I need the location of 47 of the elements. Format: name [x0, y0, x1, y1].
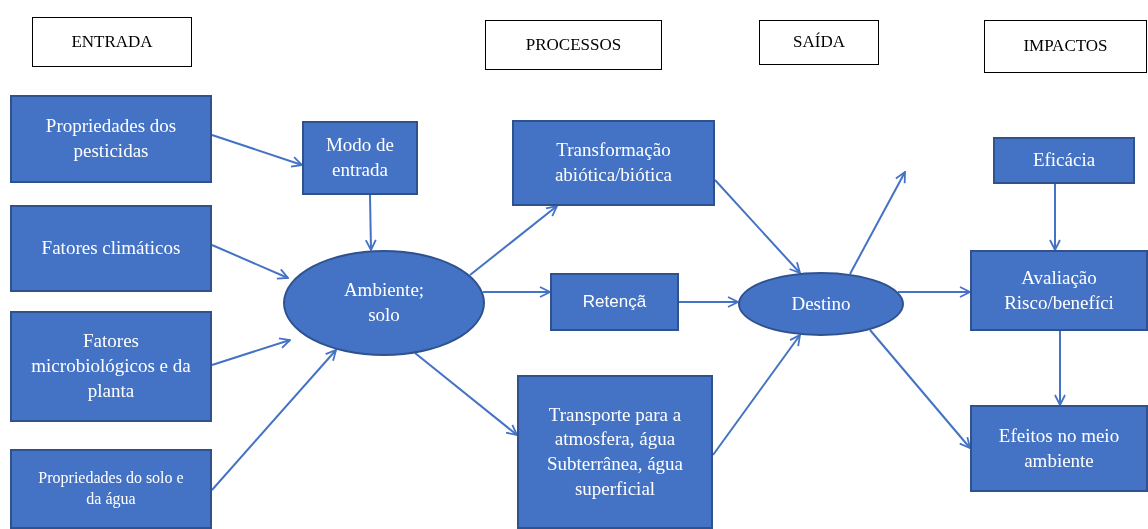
arrow	[678, 296, 739, 308]
arrow	[897, 286, 971, 298]
arrow	[211, 244, 289, 280]
box-label: Avaliação Risco/benefíci	[1003, 265, 1115, 315]
box-label: Fatores climáticos	[40, 236, 182, 261]
process-box	[10, 95, 212, 183]
process-box	[10, 449, 212, 529]
heading: IMPACTOS	[1022, 35, 1109, 58]
box-label: Destino	[790, 291, 852, 316]
process-box	[302, 121, 418, 195]
arrow	[1054, 330, 1066, 406]
arrow	[469, 205, 558, 276]
box-label: Modo de entrada	[324, 133, 396, 182]
column-header-box	[485, 20, 662, 70]
arrow	[211, 337, 291, 366]
box-label: Ambiente; solo	[342, 278, 426, 327]
box-label: Retençã	[581, 290, 648, 313]
arrow	[482, 286, 551, 298]
arrow	[869, 329, 971, 449]
heading: ENTRADA	[70, 30, 154, 53]
column-header-box	[32, 17, 192, 67]
arrow	[714, 179, 801, 274]
box-label: Eficácia	[1031, 148, 1097, 173]
process-box	[970, 250, 1148, 331]
column-header-box	[984, 20, 1147, 73]
box-label: Efeitos no meio ambiente	[997, 423, 1121, 473]
box-label: Transformação abiótica/biótica	[553, 138, 674, 187]
process-box	[993, 137, 1135, 184]
arrow	[712, 334, 801, 456]
process-box	[517, 375, 713, 529]
arrow	[1049, 183, 1061, 251]
process-box	[10, 205, 212, 292]
process-box	[550, 273, 679, 331]
box-label: Transporte para a atmosfera, água Subterrânea, água superficial	[545, 402, 685, 501]
heading: SAÍDA	[792, 31, 846, 54]
arrow	[211, 349, 337, 491]
box-label: Propriedades dos pesticidas	[44, 114, 178, 163]
box-label: Fatores microbiológicos e da planta	[30, 329, 192, 403]
process-box	[10, 311, 212, 422]
arrow	[849, 171, 906, 275]
column-header-box	[759, 20, 879, 65]
box-label: Propriedades do solo e da água	[37, 468, 185, 510]
arrow	[211, 134, 303, 168]
arrow	[364, 194, 377, 251]
heading: PROCESSOS	[524, 33, 623, 56]
process-box	[970, 405, 1148, 492]
process-box	[512, 120, 715, 206]
